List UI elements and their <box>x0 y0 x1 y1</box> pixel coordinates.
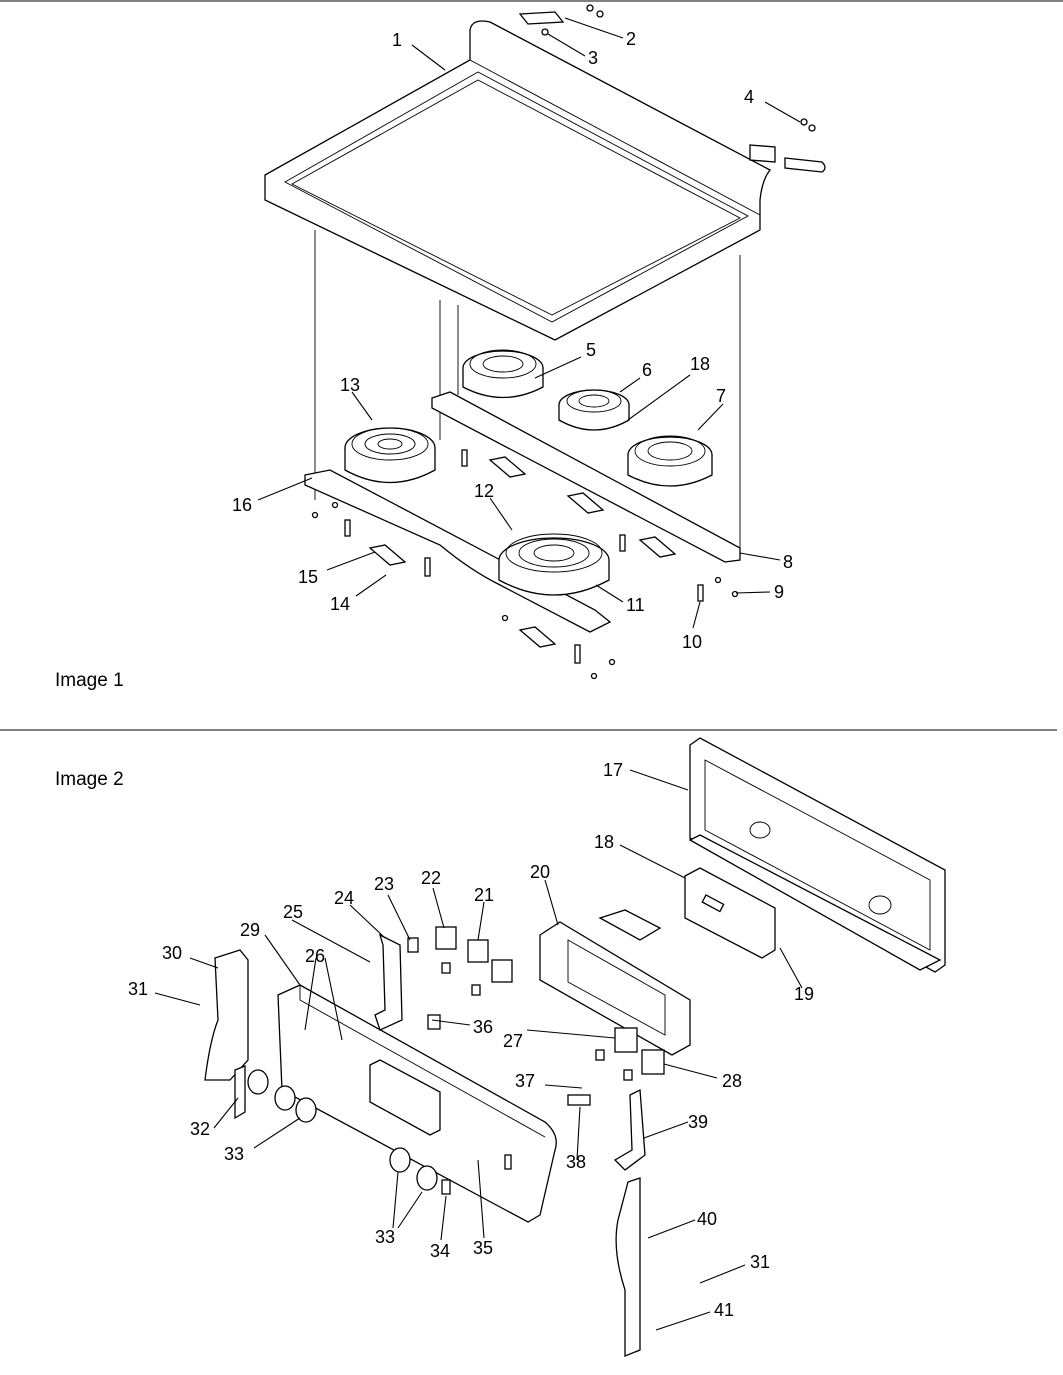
left-end-cap <box>204 949 249 1081</box>
label-35: 35 <box>473 1238 493 1258</box>
image1-drawing: 1 2 3 4 5 6 18 7 13 16 12 8 15 9 14 11 1… <box>55 4 826 691</box>
label-23: 23 <box>374 874 394 894</box>
label-18b: 18 <box>594 832 614 852</box>
center-bracket <box>374 933 403 1031</box>
switches-and-knobs <box>247 926 665 1195</box>
right-bracket-39 <box>613 1088 646 1171</box>
label-37: 37 <box>515 1071 535 1091</box>
label-21: 21 <box>474 885 494 905</box>
burner-support-rails <box>304 391 741 633</box>
caption-image1: Image 1 <box>55 670 124 691</box>
caption-image2: Image 2 <box>55 769 124 790</box>
label-9: 9 <box>774 582 784 602</box>
label-6: 6 <box>642 360 652 380</box>
control-panel <box>277 984 557 1223</box>
label-18: 18 <box>690 354 710 374</box>
label-36: 36 <box>473 1017 493 1037</box>
label-32: 32 <box>190 1119 210 1139</box>
label-30: 30 <box>162 943 182 963</box>
label-40: 40 <box>697 1209 717 1229</box>
label-39: 39 <box>688 1112 708 1132</box>
label-19: 19 <box>794 984 814 1004</box>
label-22: 22 <box>421 868 441 888</box>
label-29: 29 <box>240 920 260 940</box>
label-28: 28 <box>722 1071 742 1091</box>
left-bracket <box>234 1065 246 1120</box>
label-4: 4 <box>744 87 754 107</box>
label-3: 3 <box>588 48 598 68</box>
label-13: 13 <box>340 375 360 395</box>
labels-image1: 1 2 3 4 5 6 18 7 13 16 12 8 15 9 14 11 1… <box>232 29 793 652</box>
label-17: 17 <box>603 760 623 780</box>
burner-center-rear <box>462 349 544 399</box>
label-24: 24 <box>334 888 354 908</box>
right-end-cap-40 <box>615 1177 641 1357</box>
labels-image2: 17 18 20 23 22 21 24 25 29 26 30 19 31 3… <box>128 760 814 1320</box>
label-14: 14 <box>330 594 350 614</box>
burner-left-rear <box>344 427 436 484</box>
label-5: 5 <box>586 340 596 360</box>
burner-right <box>627 435 713 487</box>
label-25: 25 <box>283 902 303 922</box>
label-26: 26 <box>305 946 325 966</box>
label-15: 15 <box>298 567 318 587</box>
cooktop-top <box>264 20 771 341</box>
label-12: 12 <box>474 481 494 501</box>
hinge-right <box>749 118 826 173</box>
label-41: 41 <box>714 1300 734 1320</box>
burner-small <box>558 389 630 431</box>
label-8: 8 <box>783 552 793 572</box>
burner-large-front <box>498 533 610 596</box>
hinge-top-left <box>518 4 604 36</box>
fasteners-image1 <box>311 449 739 680</box>
label-16: 16 <box>232 495 252 515</box>
display-bracket <box>539 909 691 1056</box>
label-11: 11 <box>626 595 645 615</box>
label-2: 2 <box>626 29 636 49</box>
label-20: 20 <box>530 862 550 882</box>
label-31: 31 <box>128 979 148 999</box>
control-board <box>684 867 776 959</box>
rear-panel <box>688 737 946 973</box>
label-27: 27 <box>503 1031 523 1051</box>
label-33b: 33 <box>375 1227 395 1247</box>
label-38: 38 <box>566 1152 586 1172</box>
label-7: 7 <box>716 386 726 406</box>
image2-drawing: Image 2 <box>55 737 946 1357</box>
leaders-image2 <box>154 769 803 1331</box>
label-31b: 31 <box>750 1252 770 1272</box>
leaders-image1 <box>257 17 801 629</box>
label-1: 1 <box>392 30 402 50</box>
label-34: 34 <box>430 1241 450 1261</box>
label-33a: 33 <box>224 1144 244 1164</box>
label-10: 10 <box>682 632 702 652</box>
